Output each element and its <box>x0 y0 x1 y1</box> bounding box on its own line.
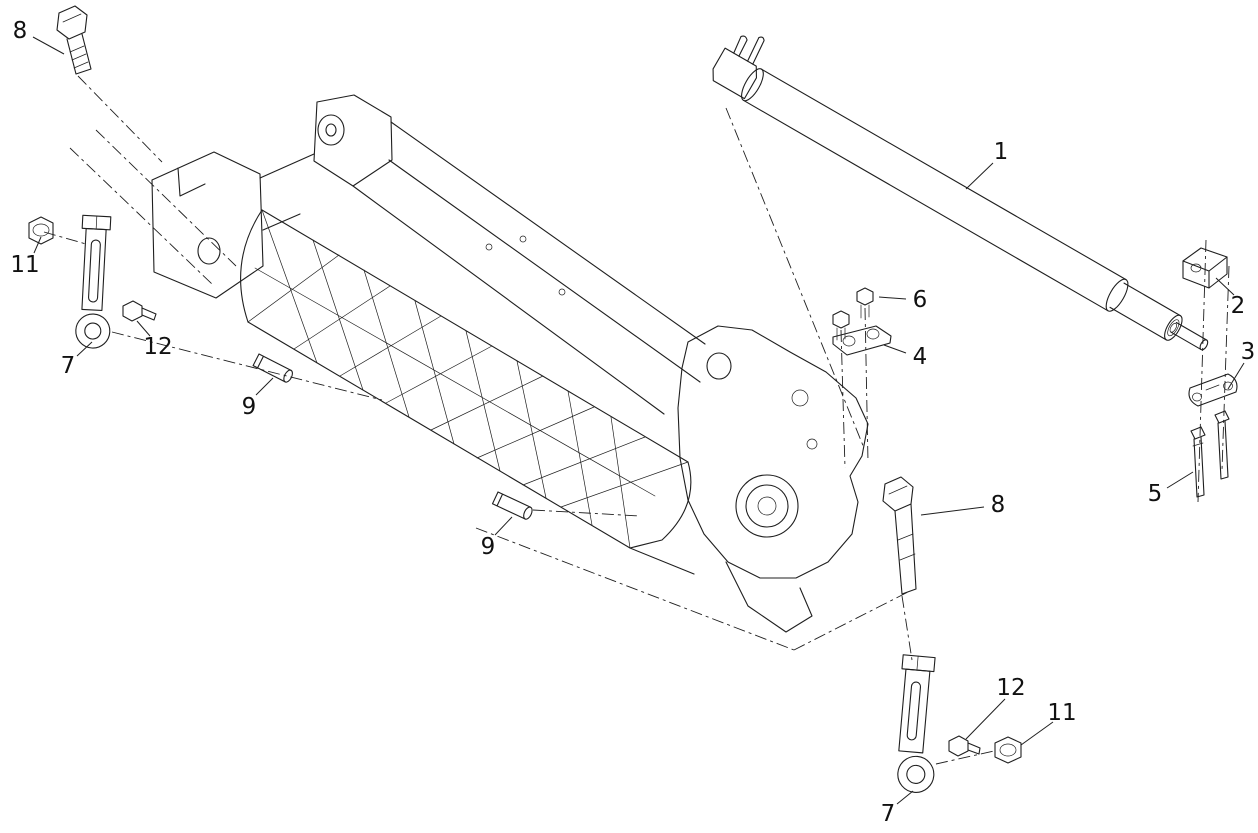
callout-label-9-lower: 9 <box>481 534 496 560</box>
part-3-strap <box>1188 373 1238 407</box>
part-2-clamp <box>1182 247 1228 289</box>
callout-leader-9-lower <box>494 516 513 536</box>
callout-leader-5 <box>1166 471 1194 489</box>
callout-label-4: 4 <box>913 344 928 370</box>
callout-leader-8-right <box>920 506 985 516</box>
callout-leader-3 <box>1227 362 1245 390</box>
part-5-bolts <box>1190 410 1230 498</box>
callout-leader-4 <box>883 344 907 354</box>
part-9-pin-upper <box>252 353 293 383</box>
part-6-bolts <box>832 287 874 341</box>
callout-leader-1 <box>965 162 994 190</box>
part-1-roller <box>712 35 1209 351</box>
callout-label-5: 5 <box>1148 481 1163 507</box>
part-7-yoke-right <box>897 654 936 793</box>
part-12-bolt-left <box>122 300 157 322</box>
part-9-pin-lower <box>491 491 533 520</box>
callout-label-11-left: 11 <box>10 252 39 278</box>
callout-label-8-right: 8 <box>991 492 1006 518</box>
callout-leader-6 <box>878 296 907 300</box>
phantom-lines <box>43 75 1230 765</box>
callout-leader-7-right <box>896 790 914 805</box>
part-11-nut-right <box>994 736 1022 764</box>
part-4-plate <box>832 325 892 356</box>
callout-label-9-upper: 9 <box>242 394 257 420</box>
callout-label-8-top-left: 8 <box>13 18 28 44</box>
callout-leader-2 <box>1215 277 1235 296</box>
callout-leader-11-left <box>33 236 42 254</box>
callout-label-12-left: 12 <box>143 334 172 360</box>
cutting-unit-assembly <box>151 94 869 633</box>
callout-label-7-left: 7 <box>61 353 76 379</box>
callout-label-3: 3 <box>1241 339 1256 365</box>
callout-label-2: 2 <box>1231 293 1246 319</box>
callout-label-1: 1 <box>994 139 1009 165</box>
callout-leader-7-left <box>76 341 93 357</box>
callout-leader-9-upper <box>255 377 274 396</box>
part-8-bolt-top-left <box>56 5 92 75</box>
part-7-yoke-left <box>75 214 112 349</box>
callout-leader-12-left <box>136 320 151 337</box>
callout-label-7-right: 7 <box>881 801 896 827</box>
callout-leader-8-top-left <box>32 36 65 55</box>
callout-label-11-right: 11 <box>1047 700 1076 726</box>
part-12-bolt-right <box>948 735 981 757</box>
callout-label-6: 6 <box>913 287 928 313</box>
callout-label-12-right: 12 <box>996 675 1025 701</box>
part-11-nut-left <box>28 216 54 245</box>
part-8-bolt-right <box>882 476 917 595</box>
callout-leader-11-right <box>1020 721 1054 746</box>
callouts-layer: 8 11 7 12 9 9 1 6 4 2 3 5 8 12 11 7 <box>10 18 1255 827</box>
callout-leader-12-right <box>965 698 1006 740</box>
